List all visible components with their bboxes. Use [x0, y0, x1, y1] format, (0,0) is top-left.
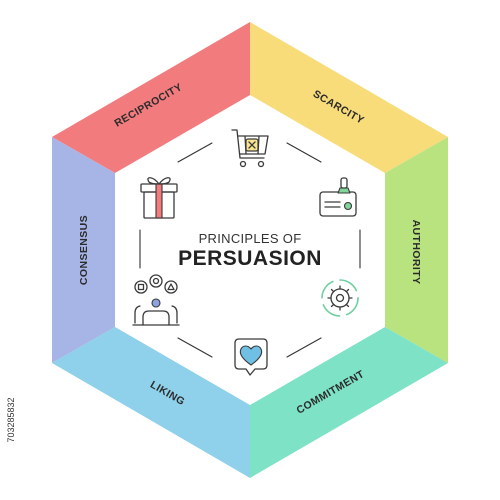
gift-icon [140, 177, 178, 219]
segment-authority [385, 137, 448, 363]
segment-reciprocity [52, 22, 250, 173]
center-title-line1: PRINCIPLES OF [199, 231, 302, 246]
segment-commitment [250, 327, 448, 478]
label-consensus: CONSENSUS [78, 215, 90, 285]
group-shapes-icon [132, 274, 180, 326]
segment-liking [52, 327, 250, 478]
label-authority: AUTHORITY [410, 220, 422, 285]
stamp-certificate-icon [319, 177, 357, 217]
segment-consensus [52, 137, 115, 363]
shopping-cart-icon [231, 129, 269, 168]
inner-hexagon-connectors [139, 142, 361, 358]
segment-scarcity [250, 22, 448, 173]
center-title-line2: PERSUASION [178, 247, 322, 270]
heart-bubble-icon [234, 338, 268, 376]
stock-id-text: 703285832 [6, 397, 16, 442]
gear-cycle-icon [321, 279, 359, 317]
